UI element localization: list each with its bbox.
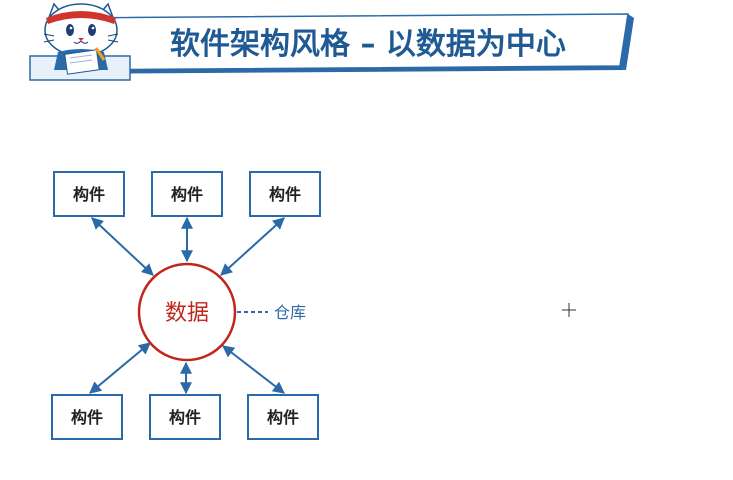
component-box: 构件 — [250, 172, 320, 216]
component-box: 构件 — [52, 395, 122, 439]
svg-text:构件: 构件 — [169, 408, 201, 427]
component-box: 构件 — [248, 395, 318, 439]
svg-text:构件: 构件 — [269, 185, 301, 204]
component-box: 构件 — [152, 172, 222, 216]
arrow-top-left — [92, 218, 153, 275]
component-box: 构件 — [150, 395, 220, 439]
crosshair-cursor-icon — [562, 303, 576, 317]
data-center-label: 数据 — [165, 301, 209, 326]
repository-annotation: 仓库 — [274, 303, 306, 322]
svg-text:构件: 构件 — [171, 185, 203, 204]
arrow-bottom-left — [90, 343, 150, 393]
data-center-node: 数据 — [139, 264, 235, 360]
svg-text:构件: 构件 — [73, 185, 105, 204]
page-title: 软件架构风格 – 以数据为中心 — [170, 27, 566, 62]
svg-text:构件: 构件 — [71, 408, 103, 427]
arrow-top-right — [221, 218, 284, 275]
component-box: 构件 — [54, 172, 124, 216]
svg-text:构件: 构件 — [267, 408, 299, 427]
arrow-bottom-right — [223, 346, 284, 393]
